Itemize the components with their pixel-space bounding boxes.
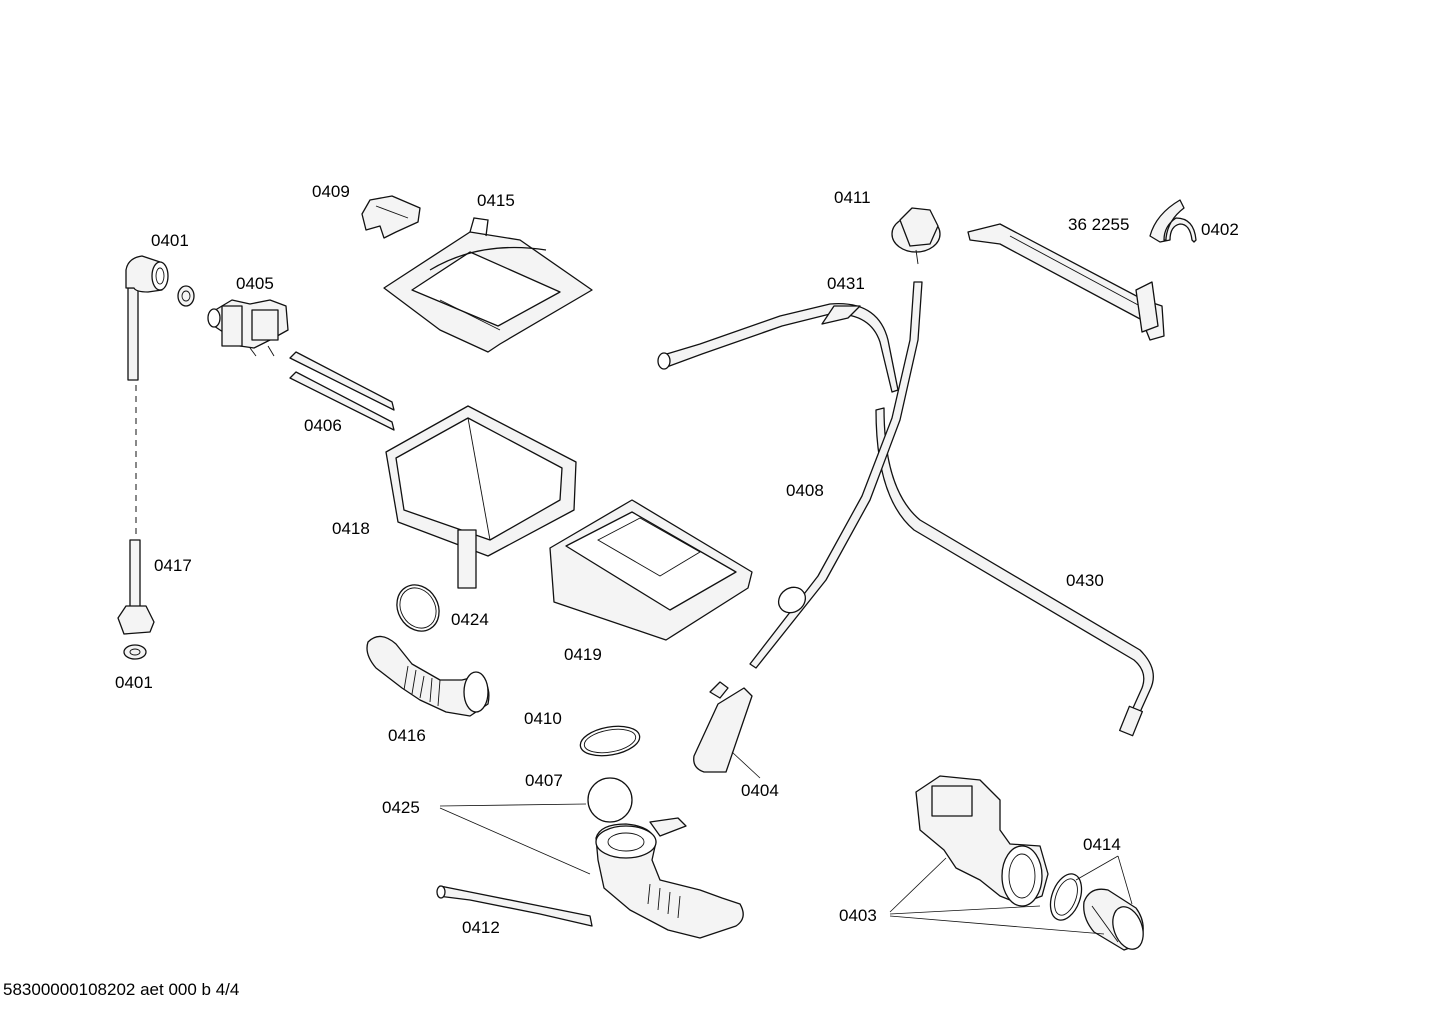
part-362255-bracket <box>967 223 1165 341</box>
label-0430: 0430 <box>1066 571 1104 590</box>
part-0403-pump <box>915 775 1049 907</box>
label-0404: 0404 <box>741 781 779 800</box>
part-0418-drawer-housing <box>385 405 577 589</box>
part-0417-hose-connector <box>117 539 155 635</box>
label-0418: 0418 <box>332 519 370 538</box>
part-0416-bellows-hose <box>366 635 490 717</box>
label-0408: 0408 <box>786 481 824 500</box>
part-0419-drawer <box>549 499 753 641</box>
part-0414-filter <box>1083 888 1144 951</box>
part-0414-seal <box>1049 873 1083 921</box>
part-0415-frame <box>383 217 593 353</box>
part-0411-pressure-switch <box>891 207 941 265</box>
label-0417: 0417 <box>154 556 192 575</box>
part-0412-hose <box>436 885 593 927</box>
label-0401-top: 0401 <box>151 231 189 250</box>
label-0414: 0414 <box>1083 835 1121 854</box>
label-0425: 0425 <box>382 798 420 817</box>
label-0401-bottom: 0401 <box>115 673 153 692</box>
part-0401-washer-top <box>177 285 195 307</box>
part-0430-hose <box>875 407 1154 737</box>
label-0415: 0415 <box>477 191 515 210</box>
part-0425-sump <box>595 817 744 939</box>
part-0424-ring <box>396 584 440 632</box>
part-0431-hose <box>657 302 899 393</box>
part-0408-pressure-tube <box>749 281 923 669</box>
document-id-footer: 58300000108202 aet 000 b 4/4 <box>3 980 240 999</box>
part-0410-ring <box>579 725 641 757</box>
label-0409: 0409 <box>312 182 350 201</box>
label-0412: 0412 <box>462 918 500 937</box>
part-0404-sensor <box>693 681 753 773</box>
label-0424: 0424 <box>451 610 489 629</box>
label-362255: 36 2255 <box>1068 215 1129 234</box>
part-0409-clip <box>361 195 421 239</box>
part-0406-tubes <box>289 351 395 431</box>
label-0403: 0403 <box>839 906 877 925</box>
part-0401-elbow-pipe <box>125 255 169 535</box>
label-0411: 0411 <box>834 188 871 207</box>
label-0406: 0406 <box>304 416 342 435</box>
label-0405: 0405 <box>236 274 274 293</box>
leader-lines <box>439 751 1133 935</box>
part-0405-valve <box>207 299 289 357</box>
part-0401-washer-bottom <box>123 644 147 660</box>
label-0419: 0419 <box>564 645 602 664</box>
part-labels: 0409 0415 0401 0405 0406 0418 0417 0424 … <box>115 182 1239 937</box>
part-0407-ball <box>587 777 633 823</box>
part-0402-hook <box>1149 199 1197 243</box>
label-0431: 0431 <box>827 274 865 293</box>
label-0407: 0407 <box>525 771 563 790</box>
label-0410: 0410 <box>524 709 562 728</box>
label-0416: 0416 <box>388 726 426 745</box>
label-0402: 0402 <box>1201 220 1239 239</box>
